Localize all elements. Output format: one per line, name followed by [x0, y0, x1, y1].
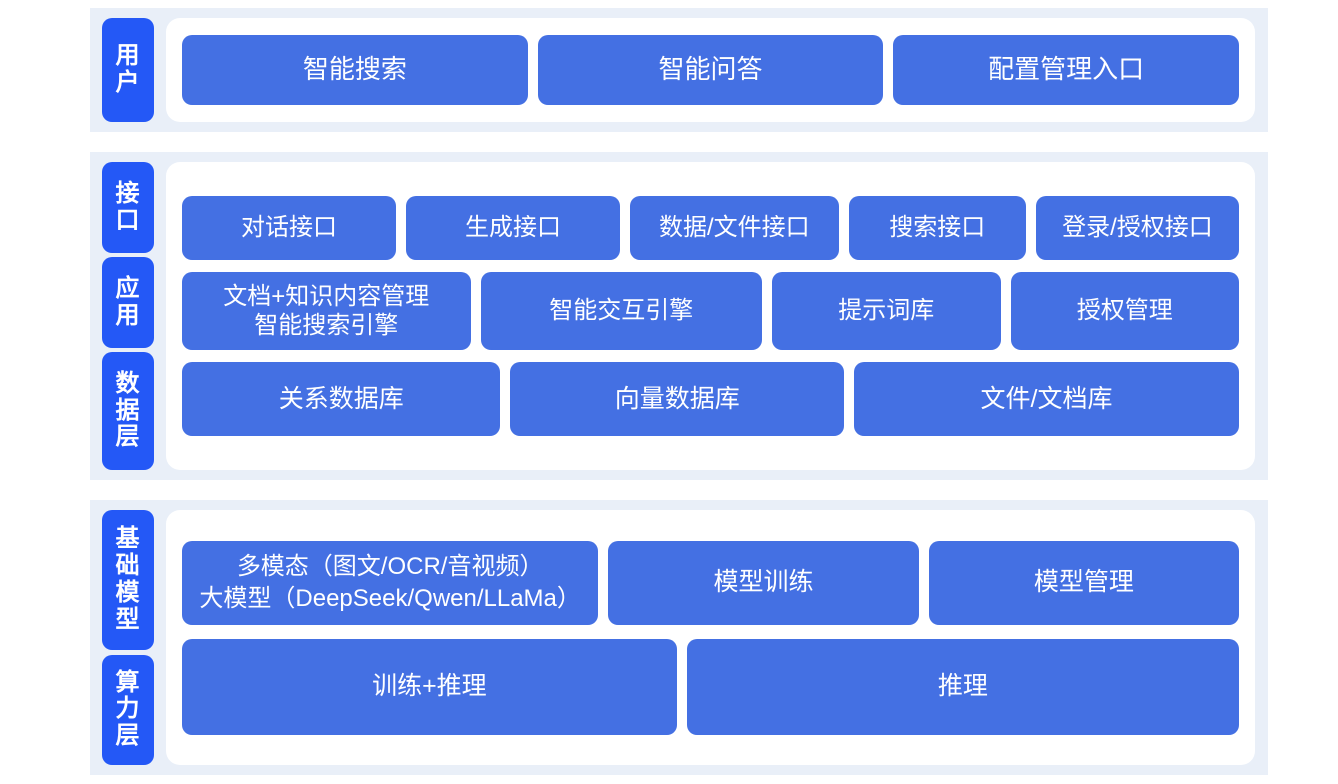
card-label: 智能问答: [658, 54, 763, 85]
card-label: 推理: [937, 672, 988, 701]
card-label: 对话接口: [241, 214, 338, 242]
card-label: 数据/文件接口: [658, 214, 810, 242]
card-inference[interactable]: 推理: [686, 638, 1239, 735]
card-document-knowledge-management[interactable]: 文档+知识内容管理 智能搜索引擎: [182, 272, 471, 350]
card-model-training[interactable]: 模型训练: [608, 540, 919, 625]
card-training-plus-inference[interactable]: 训练+推理: [182, 638, 677, 735]
card-label: 向量数据库: [614, 384, 740, 413]
card-label: 智能交互引擎: [549, 297, 694, 325]
card-label: 训练+推理: [372, 672, 487, 701]
card-model-management[interactable]: 模型管理: [928, 540, 1239, 625]
section-bottom: 基 础 模 型 算 力 层 多模态（图文/OCR/音视频）: [90, 500, 1268, 775]
card-generation-interface[interactable]: 生成接口: [406, 196, 621, 260]
rail-interface: 接 口: [102, 162, 154, 254]
card-intelligent-interaction-engine[interactable]: 智能交互引擎: [480, 272, 763, 350]
card-intelligent-qa[interactable]: 智能问答: [537, 35, 884, 105]
card-label: 关系数据库: [278, 384, 404, 413]
section-user-panel: 智能搜索 智能问答 配置管理入口: [166, 18, 1255, 122]
card-file-document-store[interactable]: 文件/文档库: [854, 362, 1239, 436]
card-login-auth-interface[interactable]: 登录/授权接口: [1035, 196, 1239, 260]
rail-compute-layer: 算 力 层: [102, 654, 154, 765]
card-dialog-interface[interactable]: 对话接口: [182, 196, 397, 260]
section-bottom-panel: 多模态（图文/OCR/音视频） 大模型（DeepSeek/Qwen/LLaMa）…: [166, 510, 1255, 765]
section-user: 用 户 智能搜索 智能问答 配置管理入口: [90, 8, 1268, 132]
row-application: 文档+知识内容管理 智能搜索引擎 智能交互引擎 提示词库 授权管理: [182, 272, 1239, 350]
card-intelligent-search[interactable]: 智能搜索: [182, 35, 528, 105]
card-label-line-2: 大模型（DeepSeek/Qwen/LLaMa）: [199, 584, 581, 612]
card-multimodal-large-model[interactable]: 多模态（图文/OCR/音视频） 大模型（DeepSeek/Qwen/LLaMa）: [182, 540, 599, 625]
card-label: 登录/授权接口: [1062, 214, 1213, 242]
section-middle-rails: 接 口 应 用 数 据 层: [102, 162, 154, 471]
card-authorization-management[interactable]: 授权管理: [1010, 272, 1239, 350]
card-label: 模型训练: [713, 568, 814, 597]
card-label-line-2: 智能搜索引擎: [254, 312, 399, 339]
section-middle: 接 口 应 用 数 据 层 对话接口: [90, 152, 1268, 480]
row-foundation-model: 多模态（图文/OCR/音视频） 大模型（DeepSeek/Qwen/LLaMa）…: [182, 540, 1239, 625]
rail-char: 基: [115, 525, 141, 553]
card-label: 提示词库: [838, 297, 935, 325]
row-user-entries: 智能搜索 智能问答 配置管理入口: [182, 35, 1240, 105]
row-interface: 对话接口 生成接口 数据/文件接口 搜索接口 登录/授权接口: [182, 196, 1239, 260]
rail-char: 模: [115, 578, 141, 606]
card-label-line-1: 文档+知识内容管理: [223, 282, 430, 310]
rail-foundation-model: 基 础 模 型: [102, 510, 154, 650]
rail-char: 用: [115, 42, 141, 70]
card-config-management-entry[interactable]: 配置管理入口: [893, 35, 1240, 105]
card-relational-database[interactable]: 关系数据库: [182, 362, 501, 436]
rail-char: 层: [115, 423, 141, 451]
rail-user: 用 户: [102, 18, 154, 122]
rail-char: 口: [115, 206, 141, 234]
rail-char: 应: [115, 274, 141, 302]
card-label: 生成接口: [465, 214, 562, 242]
card-label: 模型管理: [1033, 568, 1134, 597]
card-label-line-1: 多模态（图文/OCR/音视频）: [236, 553, 544, 581]
rail-char: 用: [115, 301, 141, 329]
rail-application: 应 用: [102, 257, 154, 349]
rail-data-layer: 数 据 层: [102, 352, 154, 471]
card-label: 智能搜索: [302, 54, 407, 85]
section-bottom-rails: 基 础 模 型 算 力 层: [102, 510, 154, 765]
row-compute: 训练+推理 推理: [182, 638, 1239, 735]
section-user-rails: 用 户: [102, 18, 154, 122]
card-search-interface[interactable]: 搜索接口: [848, 196, 1026, 260]
rail-char: 算: [115, 668, 141, 696]
rail-char: 数: [115, 369, 141, 397]
section-middle-panel: 对话接口 生成接口 数据/文件接口 搜索接口 登录/授权接口 文: [166, 162, 1255, 470]
rail-char: 户: [115, 69, 141, 96]
card-label: 授权管理: [1076, 297, 1173, 325]
card-vector-database[interactable]: 向量数据库: [510, 362, 845, 436]
rail-char: 层: [115, 722, 141, 750]
card-label: 文件/文档库: [980, 384, 1113, 413]
rail-char: 据: [115, 396, 141, 424]
card-prompt-library[interactable]: 提示词库: [772, 272, 1001, 350]
rail-char: 接: [115, 179, 141, 207]
card-label: 配置管理入口: [988, 54, 1145, 85]
rail-char: 础: [115, 552, 141, 580]
card-data-file-interface[interactable]: 数据/文件接口: [630, 196, 839, 260]
row-data-layer: 关系数据库 向量数据库 文件/文档库: [182, 362, 1239, 436]
card-label: 搜索接口: [889, 214, 986, 242]
rail-char: 型: [115, 605, 141, 633]
rail-char: 力: [115, 695, 141, 723]
